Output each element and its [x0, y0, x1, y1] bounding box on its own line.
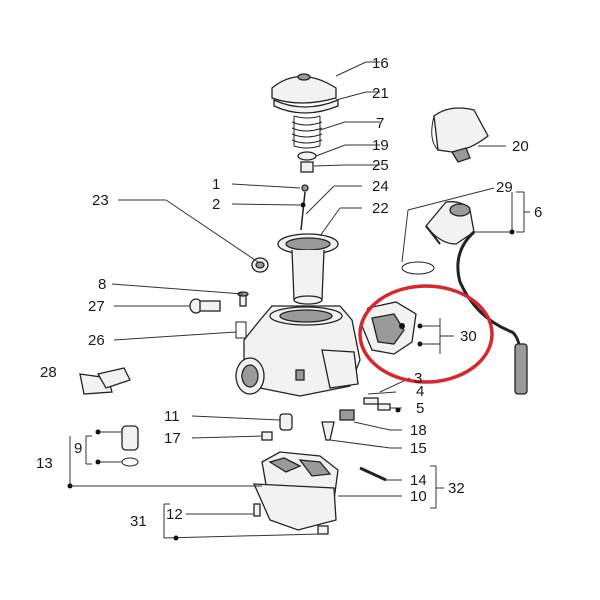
- part-29-choke: [425, 201, 475, 245]
- callout-23: 23: [92, 192, 109, 209]
- callout-12: 12: [166, 506, 183, 523]
- part-18-plug: [339, 409, 355, 421]
- callout-30: 30: [460, 328, 477, 345]
- part-10-float-bowl: [252, 451, 339, 531]
- part-cable-end: [514, 343, 528, 395]
- leader-lines: [69, 61, 530, 539]
- callout-31: 31: [130, 513, 147, 530]
- part-12-screw: [253, 503, 261, 517]
- part-7-spring: [291, 115, 323, 149]
- part-26-spring: [235, 321, 247, 339]
- callout-13: 13: [36, 455, 53, 472]
- callout-16: 16: [372, 55, 389, 72]
- callout-2: 2: [212, 196, 220, 213]
- part-9-jet-kit: [121, 425, 139, 467]
- part-14-pin: [359, 466, 387, 482]
- callout-29: 29: [496, 179, 513, 196]
- highlight-circle-part-30: [358, 284, 494, 384]
- callout-19: 19: [372, 137, 389, 154]
- callout-6: 6: [534, 204, 542, 221]
- callout-18: 18: [410, 422, 427, 439]
- callout-25: 25: [372, 157, 389, 174]
- callout-10: 10: [410, 488, 427, 505]
- callout-5: 5: [416, 400, 424, 417]
- callout-28: 28: [40, 364, 57, 381]
- part-16-cap: [271, 73, 337, 104]
- part-gasket-ring: [401, 261, 435, 275]
- callout-32: 32: [448, 480, 465, 497]
- part-4-5-screws: [363, 397, 391, 411]
- callout-20: 20: [512, 138, 529, 155]
- callout-labels: 16 21 7 19 25 1 2 24 22 23 20 29 6 8 27 …: [36, 55, 542, 530]
- part-15-needle-valve: [321, 421, 335, 441]
- part-25-clip: [300, 161, 314, 173]
- part-11-bushing: [279, 413, 293, 431]
- callout-24: 24: [372, 178, 389, 195]
- callout-4: 4: [416, 383, 424, 400]
- part-21-ring: [273, 98, 339, 114]
- callout-11: 11: [164, 408, 180, 425]
- part-20-rubber-boot: [431, 107, 489, 163]
- callout-15: 15: [410, 440, 427, 457]
- callout-1: 1: [212, 176, 220, 193]
- part-30-cover: [361, 301, 423, 355]
- callout-27: 27: [88, 298, 105, 315]
- part-bolt: [317, 525, 329, 535]
- callout-22: 22: [372, 200, 389, 217]
- part-27-screw: [189, 298, 221, 314]
- callout-7: 7: [376, 115, 384, 132]
- callout-8: 8: [98, 276, 106, 293]
- callout-26: 26: [88, 332, 105, 349]
- part-28-elbow-fitting: [79, 367, 131, 395]
- callout-17: 17: [164, 430, 181, 447]
- callout-9: 9: [74, 440, 82, 457]
- bracket-dots: [67, 229, 515, 541]
- part-6-choke-cable: [456, 230, 524, 393]
- part-22-diaphragm-slide: [277, 233, 339, 305]
- part-23-plug: [251, 257, 269, 273]
- callout-14: 14: [410, 472, 427, 489]
- part-1-2-needle: [300, 184, 309, 231]
- part-carburetor-body: [235, 305, 361, 397]
- callout-21: 21: [372, 85, 389, 102]
- part-17-jet: [261, 431, 273, 441]
- part-19-retainer: [297, 151, 317, 161]
- callout-3: 3: [414, 370, 422, 387]
